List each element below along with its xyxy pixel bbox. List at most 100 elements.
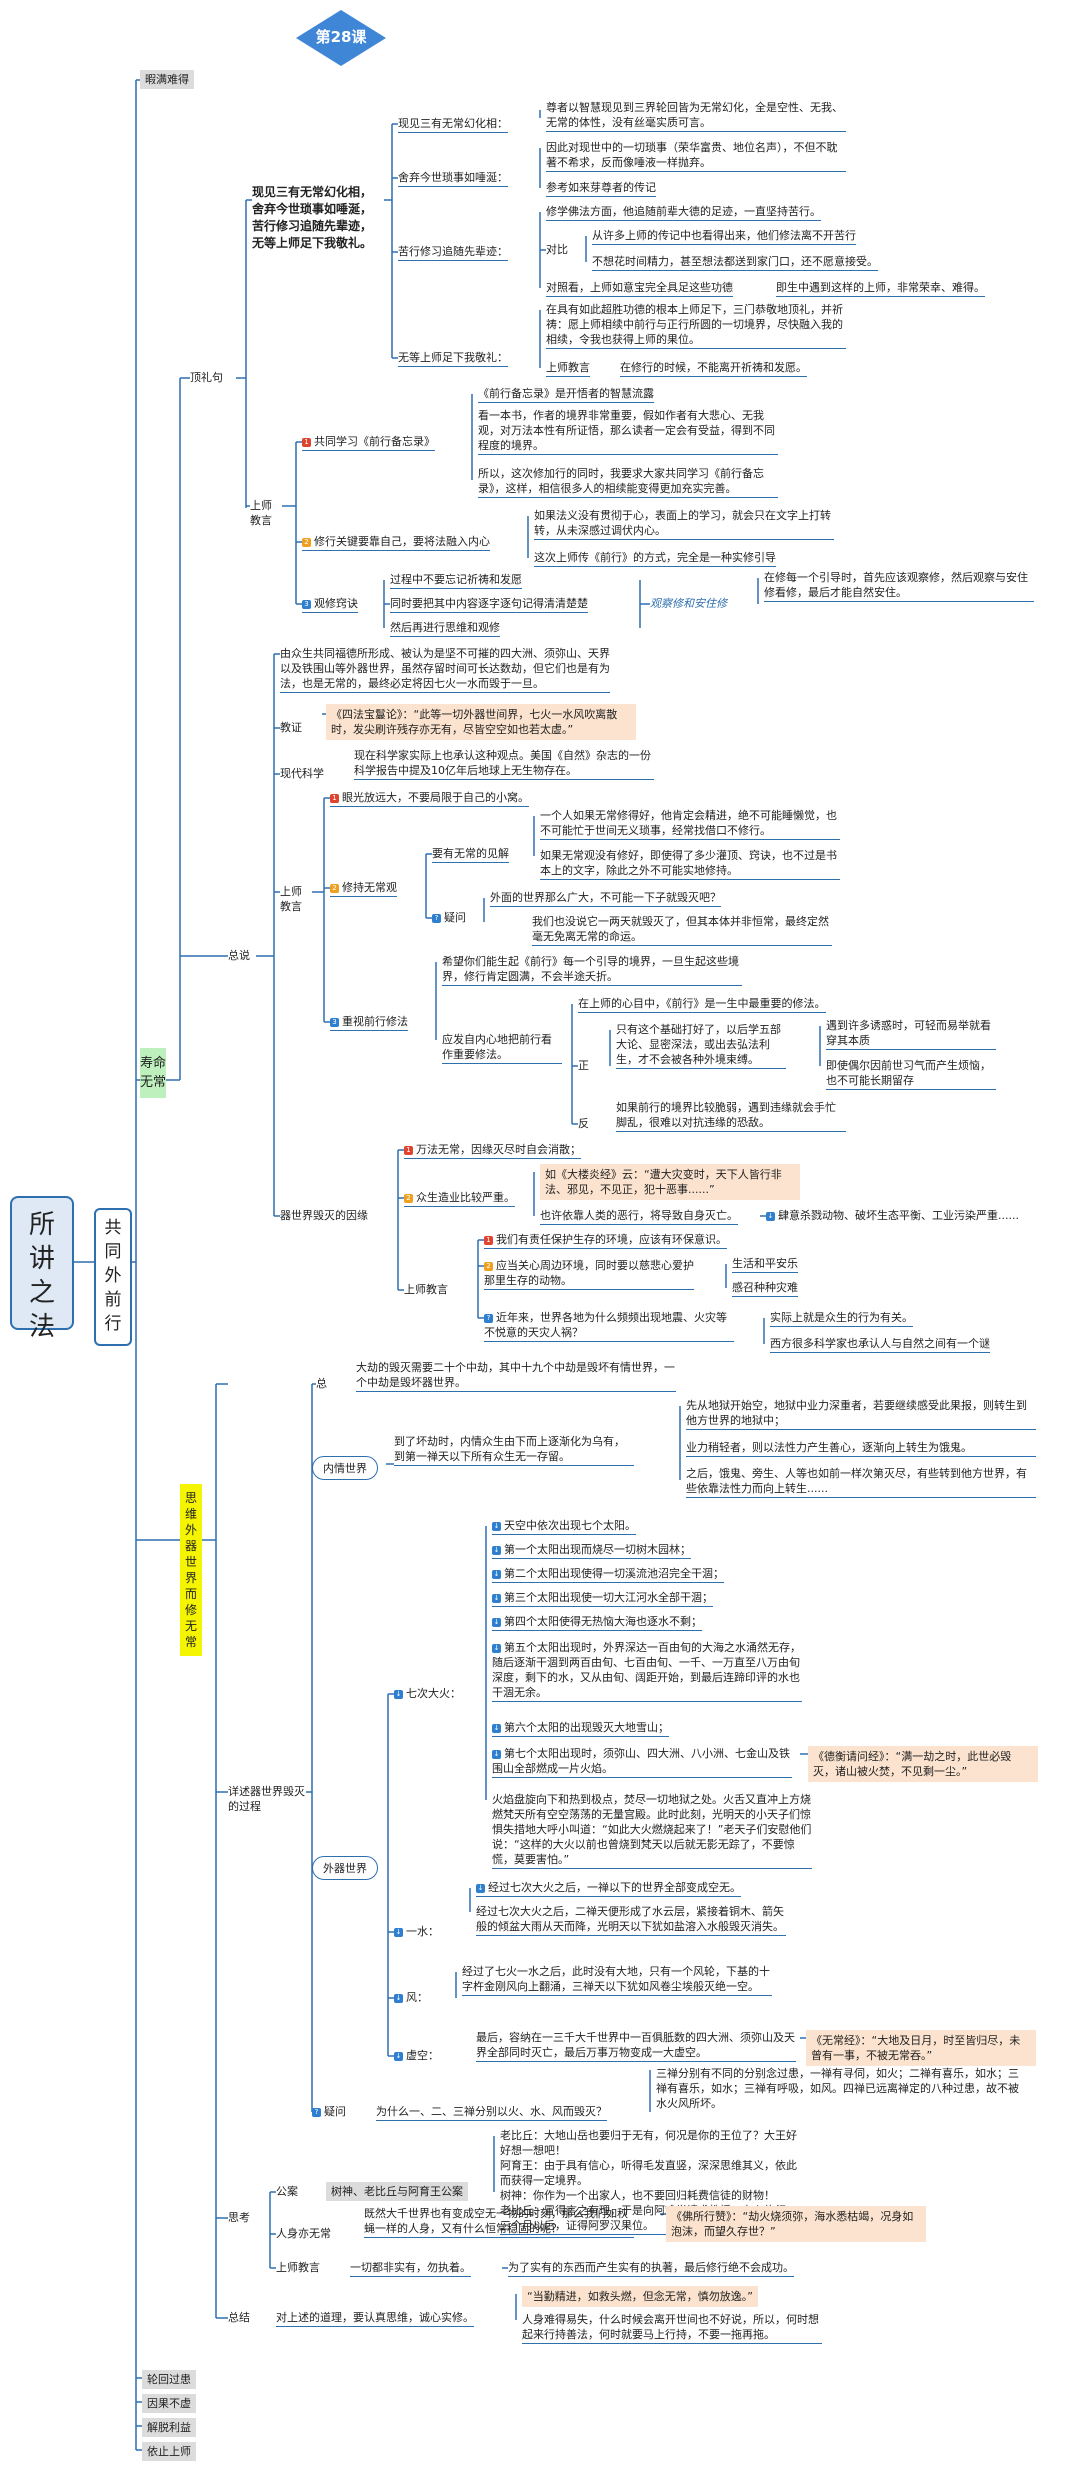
text-f5: ↓第五个太阳出现时，外界深达一百由旬的大海之水涌然无存，随后逐渐干涸到两百由旬、… [492, 1640, 802, 1702]
chapter-lunhui[interactable]: 轮回过患 [142, 2370, 196, 2389]
node-shequ[interactable]: 舍弃今世琐事如唾涎： [398, 170, 508, 187]
f0-label: 天空中依次出现七个太阳。 [504, 1519, 636, 1532]
text-nq2: 业力稍轻者，则以法性力产生善心，逐渐向上转生为饿鬼。 [686, 1440, 1036, 1457]
label-zong[interactable]: 总 [316, 1377, 327, 1390]
node-waiqi[interactable]: 外器世界 [312, 1856, 378, 1880]
arrow-icon: ↓ [394, 1928, 403, 1937]
g3-label: 观修窍诀 [314, 597, 358, 610]
question-icon: ? [432, 914, 441, 923]
text-wind: 经过了七火一水之后，此时没有大地，只有一个风轮，下基的十字杵金刚风向上翻涌，三禅… [462, 1964, 772, 1996]
text-g3b: 同时要把其中内容逐字逐句记得清清楚楚 [390, 596, 588, 613]
label-shangshi4[interactable]: 上师教言 [276, 2261, 320, 2274]
text-g1b: 看一本书，作者的境界非常重要，假如作者有大悲心、无我观，对万法本性有所证悟，那么… [478, 408, 778, 455]
text-s2b1b: 如果无常观没有修好，即使得了多少灌顶、窍诀，也不过是书本上的文字，除此之外不可能… [540, 848, 840, 880]
node-yiwen3[interactable]: ?疑问 [312, 2104, 346, 2119]
node-shangshi2[interactable]: 上师教言 [280, 885, 302, 913]
node-zongjie[interactable]: 总结 [228, 2311, 250, 2324]
node-qiqi[interactable]: ↓七次大火： [394, 1686, 461, 1701]
label-jiaozheng[interactable]: 教证 [280, 721, 302, 734]
text-q3c1: 实际上就是众生的行为有关。 [770, 1310, 913, 1327]
text-shequ1: 因此对现世中的一切琐事（荣华富贵、地位名声），不但不耽著不希求，反而像唾液一样抛… [546, 140, 846, 172]
chapter-yizhi[interactable]: 依止上师 [142, 2442, 196, 2461]
arrow-icon: ↓ [492, 1750, 501, 1759]
g1-label: 共同学习《前行备忘录》 [314, 435, 435, 448]
chapter-qishijie[interactable]: 思维外器世界而修无常 [180, 1484, 202, 1656]
num-3-icon: 3 [302, 600, 311, 609]
branch-node[interactable]: 共同外前行 [94, 1208, 132, 1346]
text-s2c1: 希望你们能生起《前行》每一个引导的境界，一旦生起这些境界，修行肯定圆满，不会半途… [442, 954, 742, 986]
node-xiangshu[interactable]: 详述器世界毁灭的过程 [228, 1785, 305, 1813]
node-shangshi3[interactable]: 上师教言 [404, 1283, 448, 1296]
arrow-icon: ↓ [492, 1570, 501, 1579]
text-xd: 现在科学家实际上也承认这种观点。美国《自然》杂志的一份科学报告中提及10亿年后地… [354, 748, 654, 780]
text-g3e: 在修每一个引导时，首先应该观察修，然后观察与安住修看修，最后才能自然安住。 [764, 570, 1034, 602]
node-yiwen1[interactable]: ?疑问 [432, 910, 466, 925]
label-xiandai[interactable]: 现代科学 [280, 767, 324, 780]
node-yishui[interactable]: ↓一水： [394, 1924, 439, 1939]
num-2-icon: 2 [302, 538, 311, 547]
node-dingli[interactable]: 顶礼句 [190, 371, 223, 384]
quote-jz: 《四法宝鬘论》：“此等一切外器世间界，七火一水风吹离散时，发尖刷许残存亦无有，尽… [326, 704, 636, 740]
label-gongan[interactable]: 公案 [276, 2185, 298, 2198]
text-f7: ↓第七个太阳出现时，须弥山、四大洲、八小洲、七金山及铁围山全部燃成一片火焰。 [492, 1746, 792, 1778]
text-g2b: 这次上师传《前行》的方式，完全是一种实修引导 [534, 550, 776, 567]
node-xukong[interactable]: ↓虚空： [394, 2048, 439, 2063]
node-s2c2[interactable]: 应发自内心地把前行看作重要修法。 [442, 1032, 562, 1064]
node-feng[interactable]: ↓风： [394, 1990, 428, 2005]
text-q3c2: 西方很多科学家也承认人与自然之间有一个谜 [770, 1336, 990, 1353]
arrow-icon: ↓ [394, 1994, 403, 2003]
node-shangshi1[interactable]: 上师教言 [250, 499, 272, 527]
node-qishi[interactable]: 器世界毁灭的因缘 [280, 1209, 368, 1222]
arrow-icon: ↓ [492, 1618, 501, 1627]
s2a-label: 眼光放远大，不要局限于自己的小窝。 [342, 791, 529, 804]
arrow-icon: ↓ [492, 1644, 501, 1653]
node-xianjian[interactable]: 现见三有无常幻化相： [398, 116, 508, 133]
chapter-baoman[interactable]: 暇满难得 [140, 70, 194, 89]
node-wudeng[interactable]: 无等上师足下我敬礼： [398, 350, 508, 367]
node-s2b1[interactable]: 要有无常的见解 [432, 846, 509, 863]
arrow-icon: ↓ [492, 1724, 501, 1733]
text-kuxing5: 即生中遇到这样的上师，非常荣幸、难得。 [776, 280, 985, 297]
f6-label: 第六个太阳的出现毁灭大地雪山； [504, 1721, 669, 1734]
node-verse[interactable]: 现见三有无常幻化相，舍弃今世琐事如唾涎，苦行修习追随先辈迹，无等上师足下我敬礼。 [252, 185, 373, 250]
node-zongshuo[interactable]: 总说 [228, 949, 250, 962]
yishui-label: 一水： [406, 1925, 439, 1938]
text-g3d: 观察修和安住修 [650, 597, 727, 610]
text-xianjian: 尊者以智慧现见到三界轮回皆为无常幻化，全是空性、无我、无常的体性，没有丝毫实质可… [546, 100, 846, 132]
node-neiqing[interactable]: 内情世界 [312, 1456, 378, 1480]
num-1-icon: 1 [330, 794, 339, 803]
f5-label: 第五个太阳出现时，外界深达一百由旬的大海之水涌然无存，随后逐渐干涸到两百由旬、七… [492, 1641, 801, 1699]
quote-k1: 《无常经》：“大地及日月，时至皆归尽，未曾有一事，不被无常吞。” [806, 2030, 1036, 2066]
chapter-jietuo[interactable]: 解脱利益 [142, 2418, 196, 2437]
root-node[interactable]: 所讲之法 [10, 1196, 74, 1342]
text-wudeng1: 在具有如此超胜功德的根本上师足下，三门恭敬地顶礼，并祈祷：愿上师相续中前行与正行… [546, 302, 846, 349]
text-s2c2c: 遇到许多诱惑时，可轻而易举就看穿其本质 [826, 1018, 996, 1050]
text-q3b1: 生活和平安乐 [732, 1256, 798, 1273]
text-g1c: 所以，这次修加行的同时，我要求大家共同学习《前行备忘录》，这样，相信很多人的相续… [478, 466, 778, 498]
node-kuxing[interactable]: 苦行修习追随先辈迹： [398, 244, 508, 261]
chapter-yinguo[interactable]: 因果不虚 [142, 2394, 196, 2413]
arrow-icon: ↓ [476, 1884, 485, 1893]
label-rensheng[interactable]: 人身亦无常 [276, 2227, 331, 2240]
node-q3c[interactable]: ?近年来，世界各地为什么频频出现地震、火灾等不悦意的天灾人祸？ [484, 1310, 734, 1342]
node-sikao[interactable]: 思考 [228, 2211, 250, 2224]
quote-q2a: 如《大楼炎经》云：“遭大灾变时，天下人皆行非法、邪见，不见正，犯十恶事.....… [540, 1164, 800, 1200]
q3a-label: 我们有责任保护生存的环境，应该有环保意识。 [496, 1233, 727, 1246]
text-k1: 最后，容纳在一三千大千世界中一百俱胝数的四大洲、须弥山及天界全部同时灭亡，最后万… [476, 2030, 796, 2062]
q1-label: 万法无常，因缘灭尽时自会消散； [416, 1143, 581, 1156]
chapter-shouming[interactable]: 寿命无常 [140, 1048, 166, 1098]
label-duibi: 对比 [546, 243, 568, 256]
text-s2c2e: 如果前行的境界比较脆弱，遇到违缘就会手忙脚乱，很难以对抗违缘的恐敌。 [616, 1100, 846, 1132]
text-kuxing3: 不想花时间精力，甚至想法都送到家门口，还不愿意接受。 [592, 254, 878, 271]
